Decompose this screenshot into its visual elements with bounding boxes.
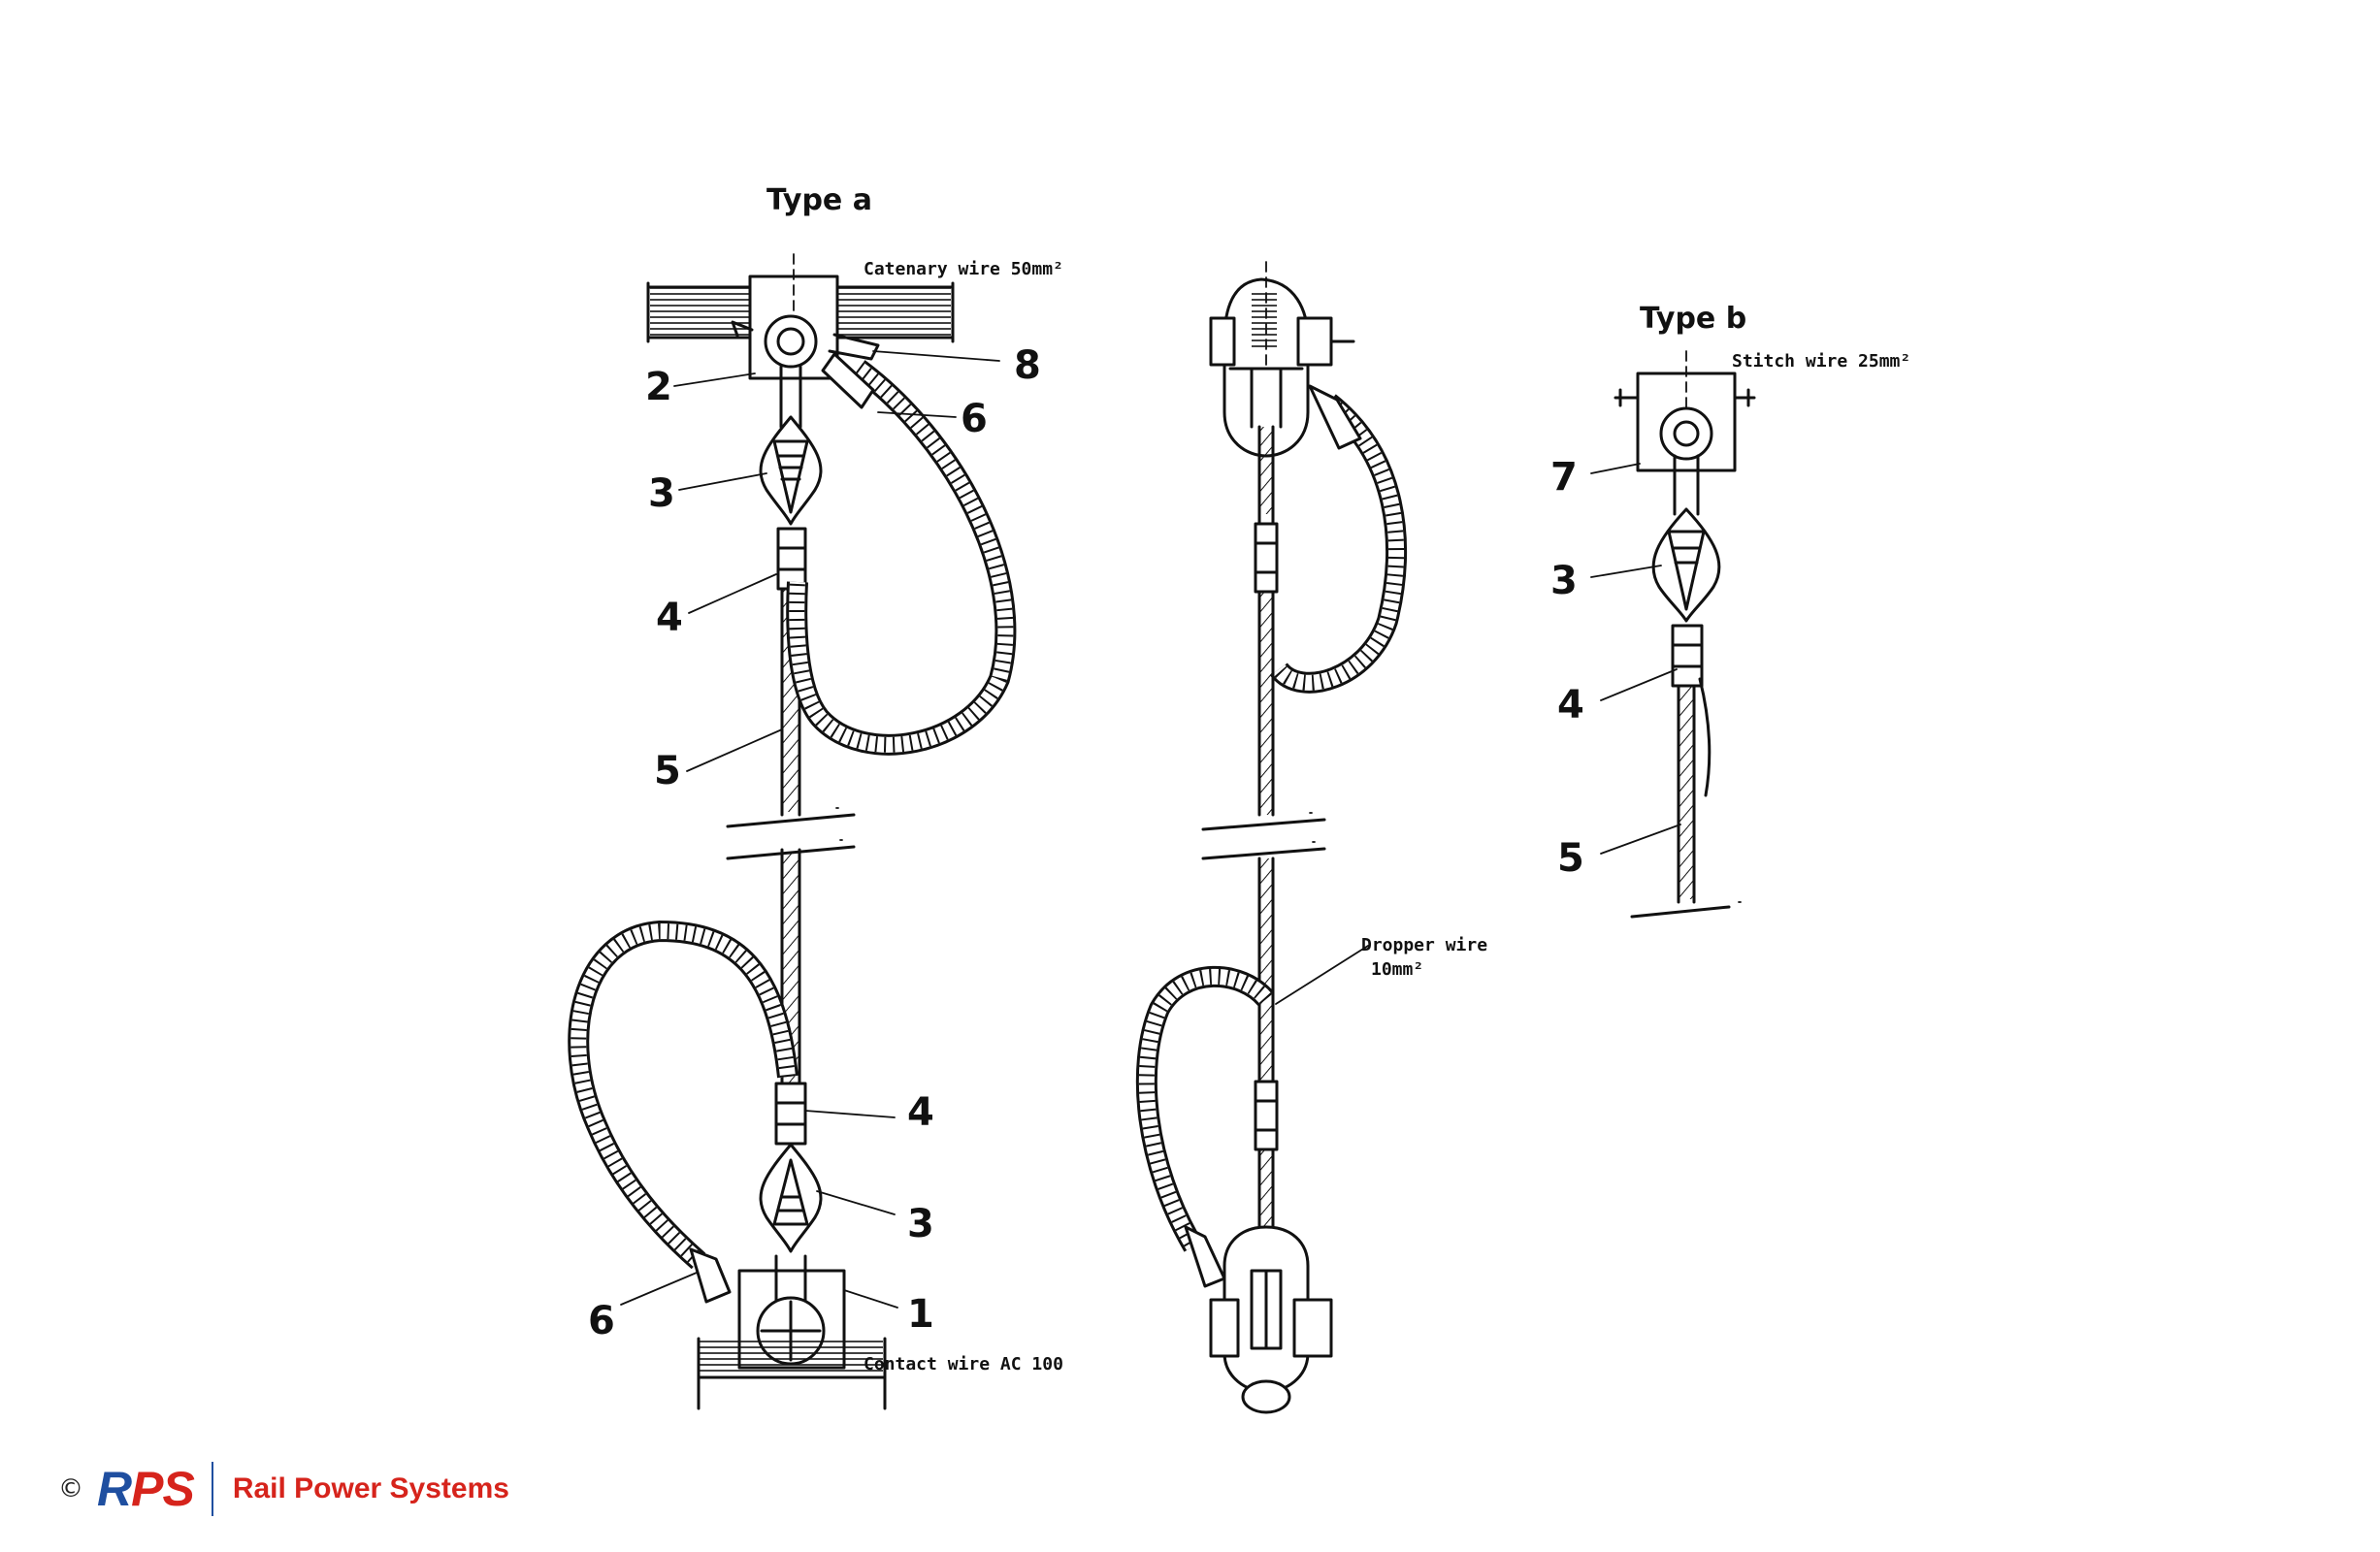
callout-6-top: 6 <box>961 397 988 441</box>
side-bottom-clamp <box>1209 1225 1333 1414</box>
type-b-title: Type b <box>1640 302 1746 336</box>
stitch-clamp <box>1614 350 1756 516</box>
callout-4-type-b: 4 <box>1557 683 1584 728</box>
bottom-jumper-loop <box>568 920 799 1304</box>
type-b-crimp-sleeve <box>1671 624 1704 688</box>
company-name: Rail Power Systems <box>232 1472 509 1504</box>
callout-6-bottom: 6 <box>588 1299 615 1343</box>
side-top-clamp <box>1209 261 1355 458</box>
callout-5-type-b: 5 <box>1557 836 1584 881</box>
type-a-callouts: 8 2 6 3 4 5 4 3 6 1 <box>588 343 1041 1343</box>
side-dropper-wire <box>1201 425 1326 1229</box>
rps-logo-ps: PS <box>131 1462 195 1516</box>
side-view-assembly: Dropper wire 10mm² <box>1135 261 1487 1414</box>
callout-3-type-b: 3 <box>1550 559 1578 603</box>
catenary-wire-note: Catenary wire 50mm² <box>864 259 1063 279</box>
copyright-symbol: © <box>58 1474 83 1504</box>
side-top-loop <box>1270 384 1408 694</box>
type-a-assembly: Type a Catenary wire 50mm² <box>568 183 1063 1410</box>
type-a-title: Type a <box>766 183 872 217</box>
top-crimp-sleeve <box>776 527 807 591</box>
callout-3-top: 3 <box>648 471 675 516</box>
callout-4-top: 4 <box>656 596 683 640</box>
stitch-wire-note: Stitch wire 25mm² <box>1732 351 1910 372</box>
side-bottom-loop <box>1135 965 1275 1288</box>
callout-5: 5 <box>654 749 681 793</box>
callout-8: 8 <box>1014 343 1041 388</box>
rps-logo-r: R <box>97 1462 132 1516</box>
logo-separator <box>211 1462 213 1516</box>
bottom-crimp-sleeve <box>774 1082 807 1146</box>
type-b-assembly: Type b Stitch wire 25mm² <box>1550 302 1910 919</box>
dropper-wire-callout: Dropper wire 10mm² <box>1275 935 1487 1005</box>
dropper-wire-note-line2: 10mm² <box>1371 959 1423 980</box>
callout-3-bottom: 3 <box>907 1202 934 1246</box>
top-thimble <box>759 365 823 526</box>
callout-7: 7 <box>1550 455 1578 500</box>
catenary-clamp <box>731 253 880 380</box>
type-b-thimble <box>1651 507 1721 623</box>
callout-4-bottom: 4 <box>907 1090 934 1135</box>
type-b-callouts: 7 3 4 5 <box>1550 455 1681 881</box>
type-b-dropper-wire <box>1630 677 1742 919</box>
callout-2: 2 <box>645 365 672 409</box>
contact-wire <box>697 1337 887 1410</box>
dropper-wire-note-line1: Dropper wire <box>1361 935 1487 955</box>
bottom-thimble <box>759 1143 823 1253</box>
callout-1: 1 <box>907 1292 934 1337</box>
top-jumper-loop <box>786 352 1017 756</box>
contact-wire-note: Contact wire AC 100 <box>864 1354 1063 1374</box>
